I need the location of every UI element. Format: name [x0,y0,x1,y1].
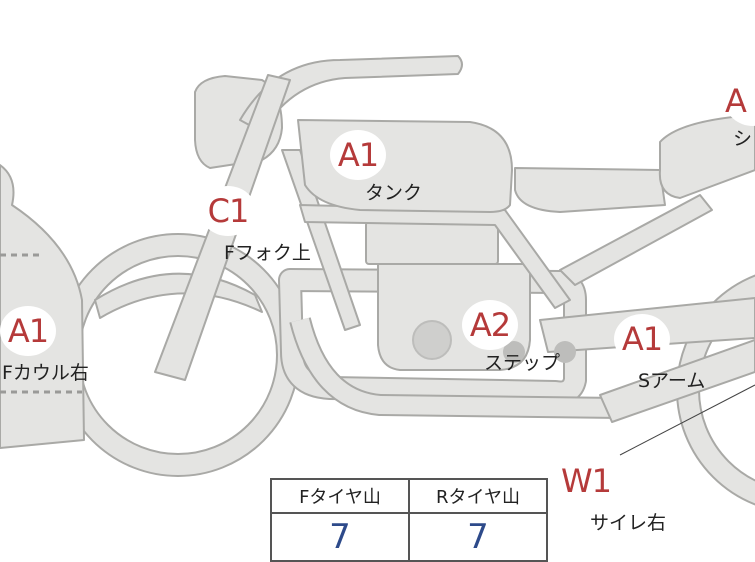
badge-muffler: W1 [558,456,614,506]
muffler [599,339,755,423]
frame-down-tube [281,149,361,331]
seat [658,114,755,199]
badge-step: A2 [462,300,518,350]
tire-tread-table: Fタイヤ山 Rタイヤ山 7 7 [270,478,548,562]
label-seat: シ [733,128,753,150]
label-tank: タンク [365,182,423,204]
front-fender [94,272,263,319]
front-cowl [0,164,85,449]
leader-line [619,384,755,456]
side-cover [514,167,666,213]
label-muffler: サイレ右 [590,512,667,534]
label-fcowl: Fカウル右 [2,362,89,384]
rear-tire-header: Rタイヤ山 [408,478,548,514]
step-peg [503,341,525,363]
rear-tire-value: 7 [408,512,548,562]
badge-ffork: C1 [200,186,256,236]
badge-tank: A1 [330,130,386,180]
front-tire-header: Fタイヤ山 [270,478,410,514]
front-tire-value: 7 [270,512,410,562]
label-ffork: Fフォク上 [224,242,311,264]
label-step: ステップ [484,352,561,374]
engine-top [365,221,499,265]
badge-sarm: A1 [614,314,670,364]
label-sarm: Sアーム [638,370,706,392]
badge-seat: A [725,76,755,126]
badge-fcowl: A1 [0,306,56,356]
